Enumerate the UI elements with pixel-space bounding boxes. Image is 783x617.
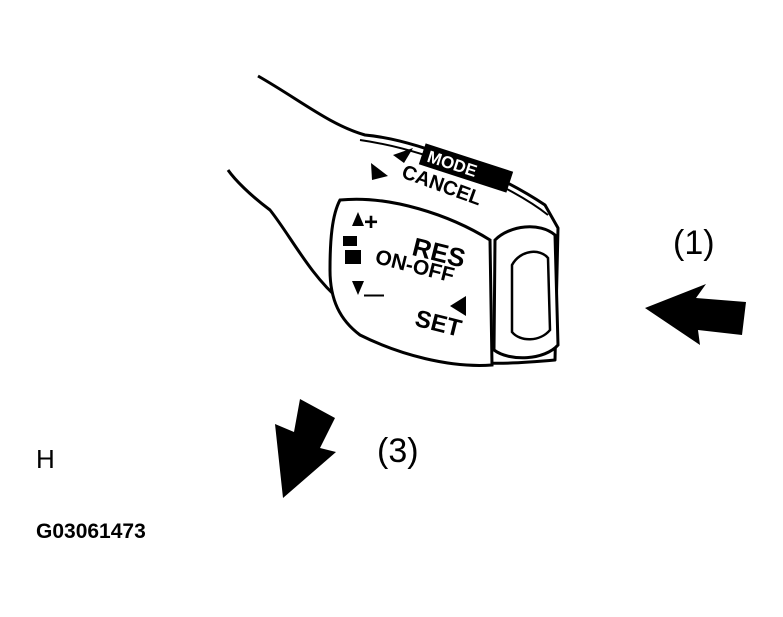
push-arrow-1 [645,284,746,345]
plus-triangle-icon [352,212,364,226]
plus-label: + [364,209,378,236]
corner-letter: H [36,444,55,474]
figure-id: G03061473 [36,520,146,543]
mode-cancel-labels: MODE CANCEL [371,143,514,210]
up-triangle-icon [393,148,413,163]
cruise-indicator-icon [343,236,361,264]
down-triangle-icon [371,163,388,180]
left-triangle-icon [450,296,466,316]
callout-3: (3) [377,432,419,470]
switch-face [328,197,494,367]
pull-arrow-3 [275,399,336,498]
minus-label: — [364,284,384,306]
callout-1: (1) [673,224,715,262]
minus-triangle-icon [352,281,364,295]
end-cap-button [492,225,560,360]
